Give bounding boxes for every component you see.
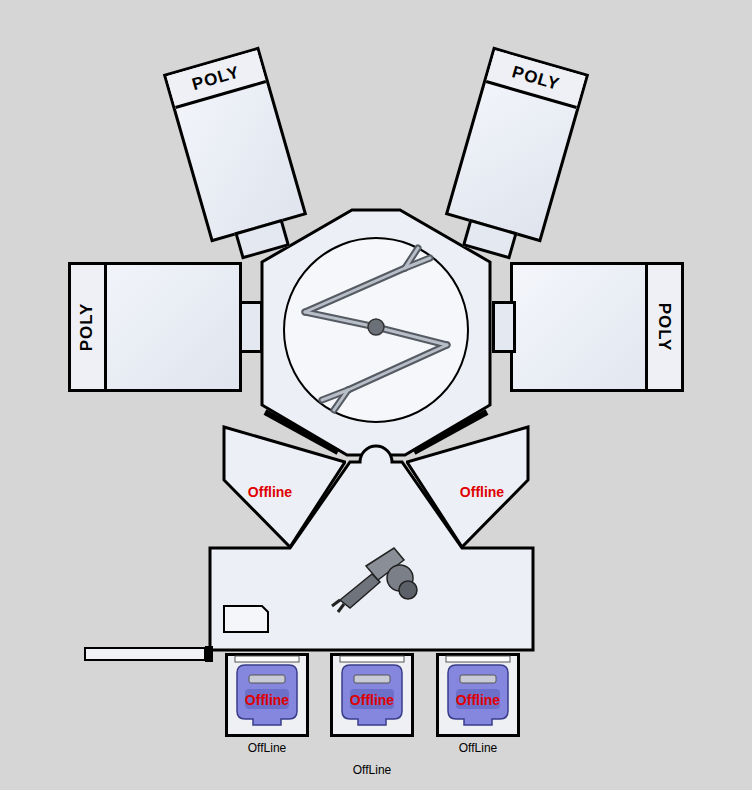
load-port: OfflineOffLine [330,653,414,737]
chamber-slit [234,219,290,260]
chamber-label-band: POLY [71,265,107,389]
robot-rail [85,648,205,660]
status-text: Offline [460,484,504,500]
process-chamber: POLY [510,262,684,392]
port-status: OffLine [353,763,391,777]
load-port: OfflineOffLine [225,653,309,737]
rail-mount [205,646,213,662]
chamber-label-band: POLY [645,265,681,389]
chamber-label-band: POLY [167,50,267,109]
chamber-slit [492,301,516,353]
loadlock: Offline [406,425,530,549]
chamber-slit [239,301,263,353]
aligner-icon [224,606,268,632]
chamber-label: POLY [190,62,242,95]
chamber-label-band: POLY [486,50,586,109]
status-text: Offline [245,692,289,708]
status-text: Offline [350,692,394,708]
status-text: Offline [248,484,292,500]
chamber-label: POLY [510,62,562,95]
transfer-platter [284,238,468,422]
process-chamber: POLY [68,262,242,392]
chamber-label: POLY [78,303,98,352]
port-status: OffLine [459,741,497,755]
transfer-chamber [262,210,490,455]
load-port: OfflineOffLine [436,653,520,737]
loadlock: Offline [222,425,346,549]
efem-robot [332,548,417,612]
chamber-label: POLY [655,303,675,352]
status-text: Offline [456,692,500,708]
chamber-slit [462,219,518,260]
process-chamber: POLY [163,47,307,243]
port-status: OffLine [248,741,286,755]
transfer-robot [305,248,447,410]
process-chamber: POLY [445,47,589,243]
